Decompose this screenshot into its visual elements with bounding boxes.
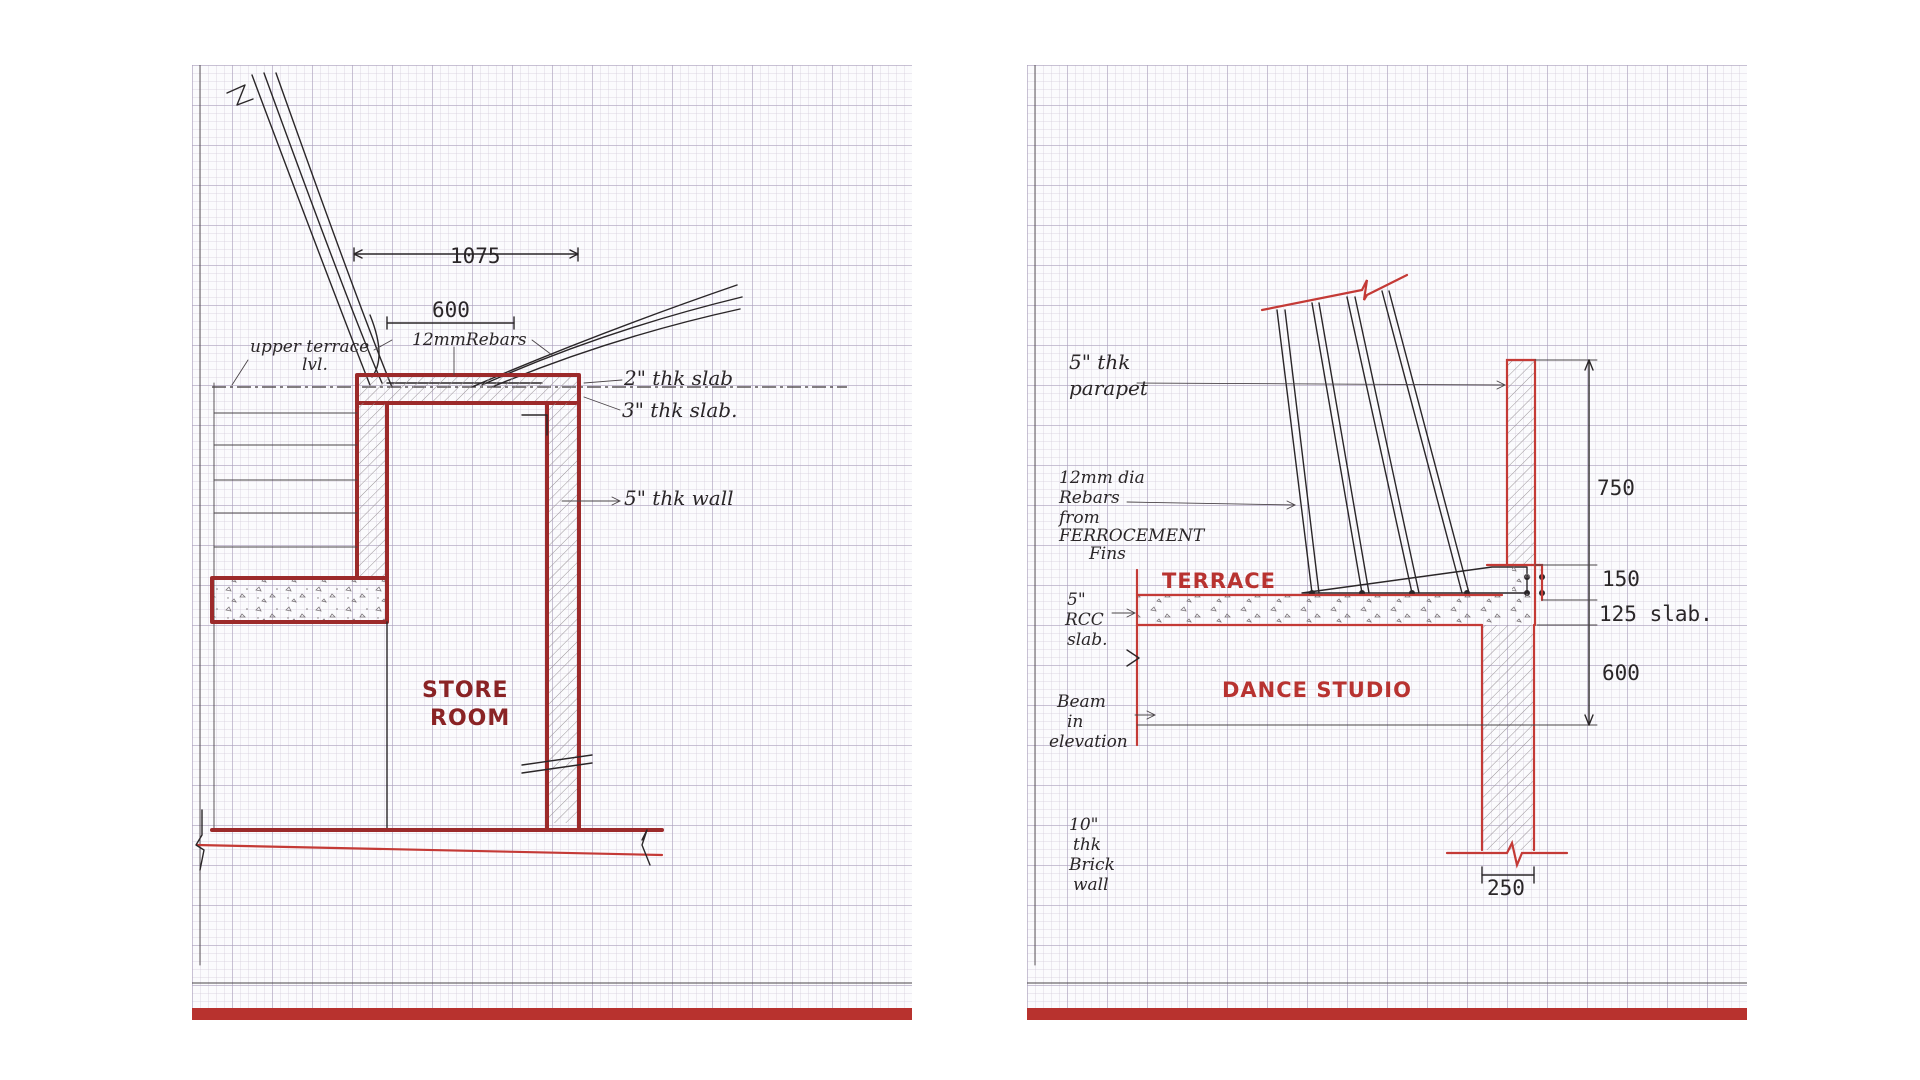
wall-break-bottom <box>1445 839 1569 869</box>
dimension-chain-right <box>1534 359 1598 726</box>
sheet-base-strip <box>192 1008 912 1020</box>
dance-studio-label: DANCE STUDIO <box>1222 678 1412 702</box>
dim-1075-label: 1075 <box>450 244 501 268</box>
brick-wall-10in <box>1482 625 1534 850</box>
parapet-beam <box>1512 565 1542 595</box>
rebars-label-5: Fins <box>1088 544 1126 564</box>
break-mark-top <box>226 84 254 106</box>
slab-2in-label: 2" thk slab <box>623 366 733 390</box>
break-mark-bottom-left <box>195 809 205 871</box>
rebars-label-4: FERROCEMENT <box>1058 526 1206 546</box>
beam-label-1: Beam <box>1056 692 1106 712</box>
top-slab-2in <box>357 375 579 403</box>
upper-terrace-label-2: lvl. <box>302 355 328 375</box>
dim-600-label: 600 <box>432 298 470 322</box>
left-wall <box>357 403 387 578</box>
dimension-1075: 1075 <box>353 244 579 268</box>
beam-label-2: in <box>1067 712 1083 732</box>
rcc-label-3: slab. <box>1067 630 1108 650</box>
rebars-label-1: 12mm dia <box>1059 468 1145 488</box>
section-drawing-dance-studio: 750 150 125 slab. 600 250 5" thk parapet… <box>1027 65 1747 984</box>
section-drawing-store-room: 1075 600 12mmRebars upper terrace lvl. 2… <box>192 65 912 984</box>
parapet-5in <box>1507 360 1535 565</box>
stair-lines <box>213 382 358 831</box>
brick-label-3: Brick <box>1068 855 1115 875</box>
parapet-label-2: parapet <box>1069 376 1149 400</box>
rebars-label-2: Rebars <box>1058 488 1120 508</box>
parapet-label-1: 5" thk <box>1069 350 1130 374</box>
upper-terrace-label-1: upper terrace <box>250 337 369 357</box>
dim-125-label: 125 slab. <box>1599 602 1713 626</box>
ferrocement-fin-left <box>251 72 393 388</box>
brick-label-1: 10" <box>1069 815 1098 835</box>
slab-break-mark <box>1126 649 1140 667</box>
sheet-base-strip <box>1027 1008 1747 1020</box>
rcc-label-1: 5" <box>1067 590 1086 610</box>
sketch-sheet-right: 750 150 125 slab. 600 250 5" thk parapet… <box>1027 65 1747 1020</box>
sketch-sheet-left: 1075 600 12mmRebars upper terrace lvl. 2… <box>192 65 912 1020</box>
dimension-600: 600 <box>386 298 515 330</box>
break-mark-bottom-right <box>641 829 651 866</box>
store-room-label-2: ROOM <box>430 706 510 731</box>
rebars-label-3: from <box>1057 508 1100 528</box>
dim-600-label-right: 600 <box>1602 661 1640 685</box>
rcc-slab-left <box>212 578 387 622</box>
beam-label-3: elevation <box>1049 732 1128 752</box>
fin-top-break <box>1260 273 1409 312</box>
brick-label-4: wall <box>1073 875 1109 895</box>
slab-3in-label: 3" thk slab. <box>622 398 737 422</box>
wall-5in-label: 5" thk wall <box>624 486 734 510</box>
wall-detail-mark <box>521 414 548 436</box>
wall-break-mark <box>521 754 593 774</box>
dimension-250: 250 <box>1481 866 1535 900</box>
ferrocement-fins <box>1276 290 1470 594</box>
rcc-slab-5in <box>1137 595 1535 625</box>
store-room-label-1: STORE <box>422 678 509 703</box>
dim-750-label: 750 <box>1597 476 1635 500</box>
dim-250-label: 250 <box>1487 876 1525 900</box>
dim-150-label: 150 <box>1602 567 1640 591</box>
brick-label-2: thk <box>1073 835 1101 855</box>
rebars-label: 12mmRebars <box>412 330 527 350</box>
rcc-label-2: RCC <box>1064 610 1104 630</box>
terrace-label: TERRACE <box>1162 569 1276 593</box>
wall-5in <box>547 403 579 823</box>
